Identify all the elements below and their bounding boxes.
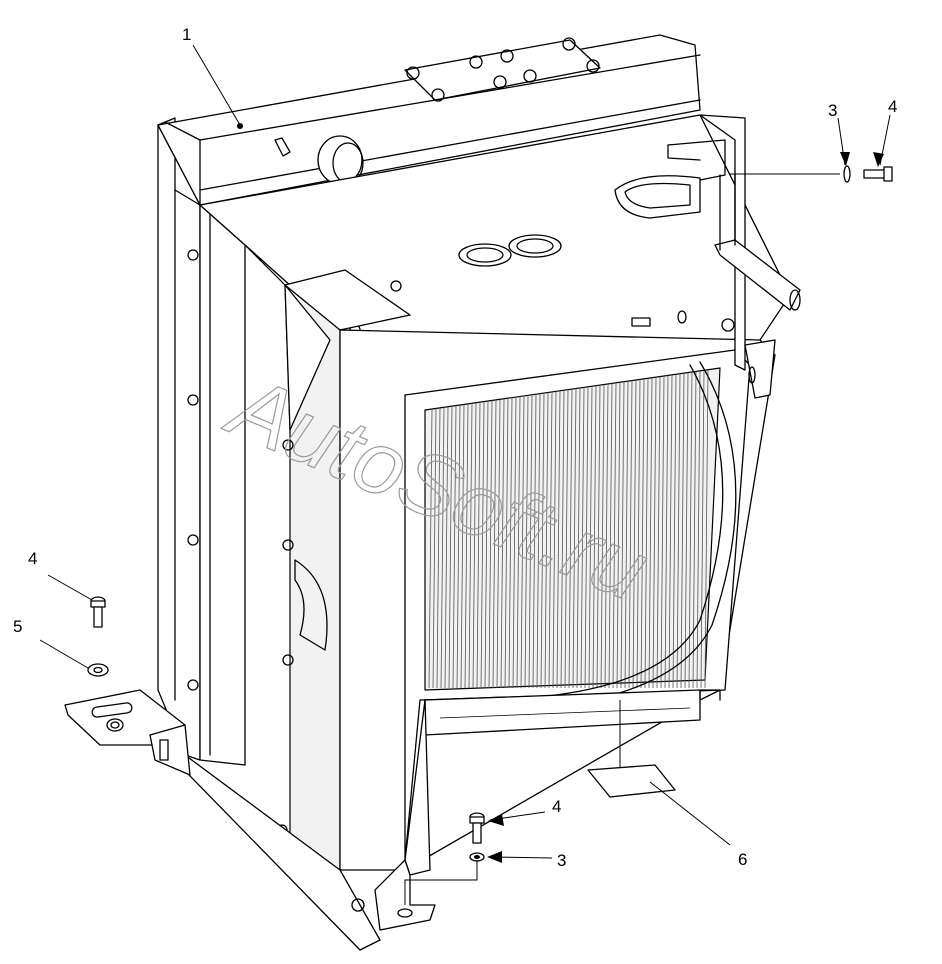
core-fin: [656, 376, 661, 689]
top-tank: [157, 34, 701, 206]
core-fin: [556, 390, 561, 689]
core-fin: [644, 378, 649, 689]
core-fin: [488, 400, 493, 689]
core-fin: [692, 371, 697, 689]
core-fin: [516, 396, 521, 689]
core-fin: [520, 395, 525, 689]
right-upper-bracket: [614, 114, 801, 399]
core-fin: [608, 383, 613, 689]
core-fin: [456, 405, 461, 689]
core-fin: [552, 391, 557, 689]
core-fin: [620, 381, 625, 689]
core-fin: [500, 398, 505, 689]
core-fin: [468, 403, 473, 689]
callout-3-lower: 3: [557, 851, 566, 870]
core-fin: [432, 408, 437, 689]
core-fin: [680, 373, 685, 689]
callout-3-upper: 3: [828, 101, 837, 120]
core-fin: [492, 399, 497, 689]
core-fin: [496, 399, 501, 689]
callout-4-lower: 4: [552, 797, 561, 816]
core-fin: [524, 395, 529, 689]
core-fin: [704, 369, 709, 689]
core-fin: [444, 406, 449, 689]
bolt-part-4-upper: [863, 166, 893, 182]
core-fin: [628, 380, 633, 689]
core-fin: [540, 393, 545, 689]
callout-4-upper: 4: [888, 97, 897, 116]
core-fin: [436, 407, 441, 689]
core-fin: [632, 379, 637, 689]
core-fin: [484, 401, 489, 689]
core-fin: [512, 397, 517, 689]
core-fin: [460, 404, 465, 689]
core-fin: [660, 375, 665, 689]
core-fin: [576, 387, 581, 689]
washer-part-3-lower: [469, 852, 485, 862]
core-fin: [472, 402, 477, 689]
callout-1: 1: [182, 25, 191, 44]
core-fin: [684, 372, 689, 689]
core-fin: [616, 382, 621, 689]
core-fin: [648, 377, 653, 689]
core-fin: [528, 394, 533, 689]
core-fin: [672, 374, 677, 689]
core-fin: [688, 371, 693, 689]
core-fin: [428, 408, 433, 689]
core-fin: [604, 383, 609, 689]
rubber-pad-part-6: [587, 700, 676, 798]
core-fin: [596, 385, 601, 689]
core-fin: [700, 370, 705, 689]
core-fin: [600, 384, 605, 689]
leader-lines: [39, 44, 891, 905]
core-fin: [584, 386, 589, 689]
core-fin: [572, 388, 577, 689]
core-fin: [580, 387, 585, 689]
core-fin: [664, 375, 669, 689]
radiator-core: [339, 329, 776, 876]
core-fin: [560, 390, 565, 689]
core-fin: [504, 398, 509, 689]
core-fin: [624, 381, 629, 689]
washer-part-3-upper: [843, 165, 851, 183]
core-fin: [568, 389, 573, 689]
core-fin: [544, 392, 549, 689]
core-fin: [476, 402, 481, 689]
core-fin: [636, 379, 641, 689]
washer-part-5: [87, 663, 109, 677]
core-fin: [668, 374, 673, 689]
core-fin: [548, 391, 553, 689]
core-fin: [480, 401, 485, 689]
left-side-frame: [157, 117, 246, 766]
callout-6: 6: [738, 850, 747, 869]
core-fin: [448, 406, 453, 689]
core-fin: [696, 370, 701, 689]
core-fin: [536, 393, 541, 689]
core-fin: [564, 389, 569, 689]
core-fin: [612, 382, 617, 689]
core-fin: [532, 394, 537, 689]
core-fin: [588, 386, 593, 689]
callout-4-left: 4: [28, 549, 37, 568]
core-fin: [592, 385, 597, 689]
core-fin: [464, 403, 469, 689]
core-fin: [676, 373, 681, 689]
core-fin: [440, 407, 445, 689]
callout-labels: 1 3 4 4 5 4 3 6: [13, 25, 897, 870]
bolt-part-4-left: [90, 596, 106, 628]
core-fin: [652, 377, 657, 689]
left-foot-bracket: [64, 689, 191, 776]
core-fin: [640, 378, 645, 689]
callout-5: 5: [13, 617, 22, 636]
bolt-part-4-lower: [469, 812, 485, 844]
core-fin: [452, 405, 457, 689]
core-fin: [508, 397, 513, 689]
